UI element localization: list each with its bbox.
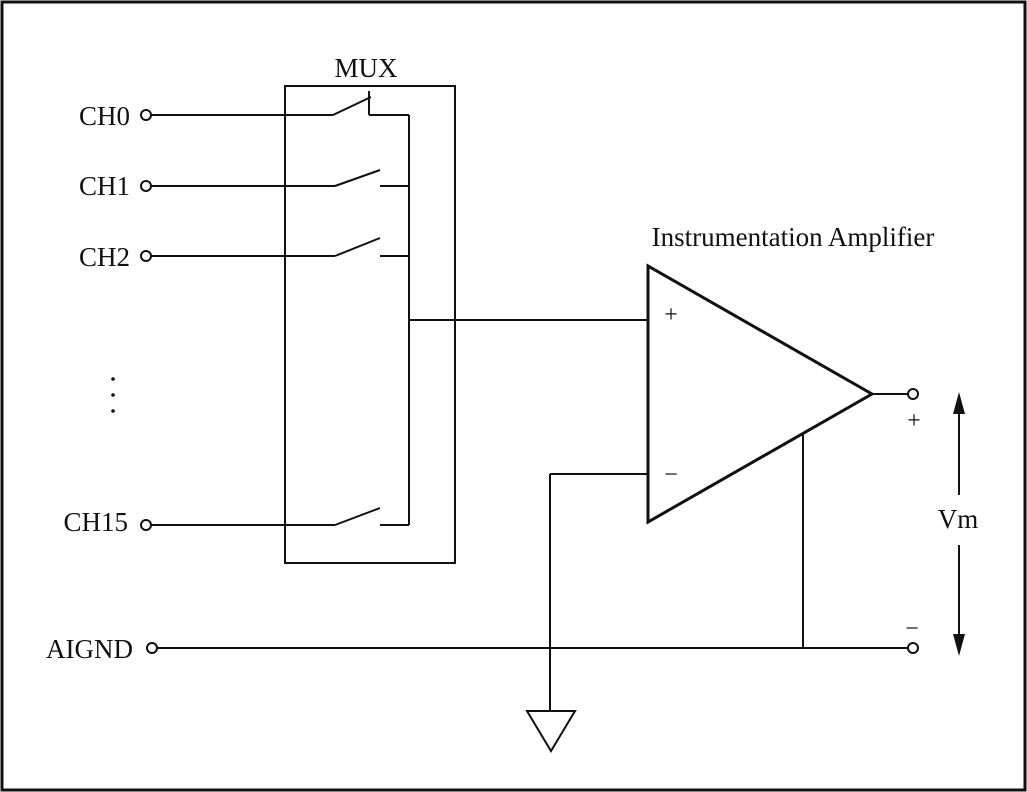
channel-label-ch1: CH1: [79, 171, 130, 201]
channel-ch0: CH0: [79, 91, 409, 131]
aignd-label: AIGND: [46, 634, 133, 664]
channel-terminal-ch15: [140, 519, 152, 531]
channel-label-ch0: CH0: [79, 101, 130, 131]
channel-terminal-ch0: [140, 109, 152, 121]
amplifier-triangle: [646, 263, 876, 525]
mux-switch-ch15: [334, 507, 381, 526]
instrumentation-amplifier: Instrumentation Amplifier + −: [646, 222, 935, 525]
arrow-up-icon: [953, 392, 965, 414]
amplifier-title: Instrumentation Amplifier: [652, 222, 935, 252]
mux-switch-ch0: [332, 96, 372, 116]
channel-terminal-ch1: [140, 180, 152, 192]
output-minus-sign: −: [905, 616, 919, 642]
channel-ch1: CH1: [79, 169, 409, 201]
vm-arrow: Vm: [938, 392, 979, 656]
channel-ch15: CH15: [63, 507, 409, 537]
channel-ellipsis: :: [111, 377, 115, 413]
mux-switch-ch2: [334, 237, 381, 257]
output-plus-terminal: [907, 388, 919, 400]
output-plus-sign: +: [907, 408, 921, 434]
mux-label: MUX: [334, 53, 398, 83]
amplifier-minus-input: −: [664, 462, 678, 488]
channel-terminal-ch2: [140, 250, 152, 262]
channel-label-ch15: CH15: [63, 507, 128, 537]
aignd-line: AIGND −: [46, 616, 919, 664]
aignd-terminal: [146, 642, 158, 654]
channel-label-ch2: CH2: [79, 242, 130, 272]
vm-label: Vm: [938, 504, 979, 534]
ground-icon: [525, 710, 577, 753]
output-minus-terminal: [907, 642, 919, 654]
channel-ch2: CH2: [79, 237, 409, 272]
mux-switch-ch1: [334, 169, 381, 187]
mux-box: [284, 85, 456, 564]
arrow-down-icon: [953, 634, 965, 656]
amplifier-plus-input: +: [664, 302, 678, 328]
